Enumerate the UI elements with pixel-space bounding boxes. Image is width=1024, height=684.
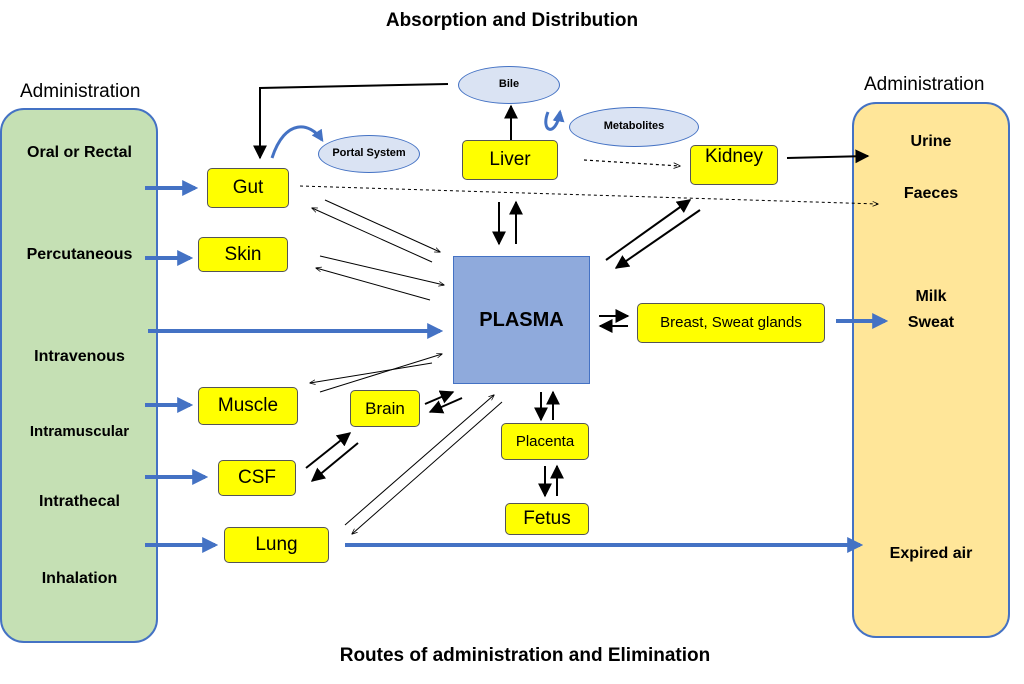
breast-sweat-glands-box: Breast, Sweat glands xyxy=(637,303,825,343)
csf-box: CSF xyxy=(218,460,296,496)
left-panel-heading: Administration xyxy=(20,81,141,102)
output-faeces: Faeces xyxy=(903,185,959,202)
bile-node: Bile xyxy=(458,66,560,104)
route-percutaneous: Percutaneous xyxy=(26,246,133,263)
route-intramuscular: Intramuscular xyxy=(29,423,130,440)
output-sweat: Sweat xyxy=(907,314,955,331)
route-inhalation: Inhalation xyxy=(41,570,118,587)
brain-box: Brain xyxy=(350,390,420,427)
route-oral-rectal: Oral or Rectal xyxy=(27,144,132,161)
gut-box: Gut xyxy=(207,168,289,208)
metabolites-node: Metabolites xyxy=(569,107,699,147)
elimination-panel xyxy=(852,102,1010,638)
fetus-box: Fetus xyxy=(505,503,589,535)
lung-box: Lung xyxy=(224,527,329,563)
administration-panel xyxy=(0,108,158,643)
liver-box: Liver xyxy=(462,140,558,180)
right-panel-heading: Administration xyxy=(864,74,985,95)
output-milk: Milk xyxy=(915,288,947,305)
route-intrathecal: Intrathecal xyxy=(39,493,120,510)
plasma-box: PLASMA xyxy=(453,256,590,384)
diagram-footer-title: Routes of administration and Elimination xyxy=(339,645,711,666)
diagram-title: Absorption and Distribution xyxy=(385,10,639,31)
skin-box: Skin xyxy=(198,237,288,272)
muscle-box: Muscle xyxy=(198,387,298,425)
output-urine: Urine xyxy=(910,133,952,150)
kidney-box: Kidney xyxy=(690,145,778,185)
portal-system-node: Portal System xyxy=(318,135,420,173)
output-expired-air: Expired air xyxy=(889,545,973,562)
route-intravenous: Intravenous xyxy=(34,348,125,365)
placenta-box: Placenta xyxy=(501,423,589,460)
